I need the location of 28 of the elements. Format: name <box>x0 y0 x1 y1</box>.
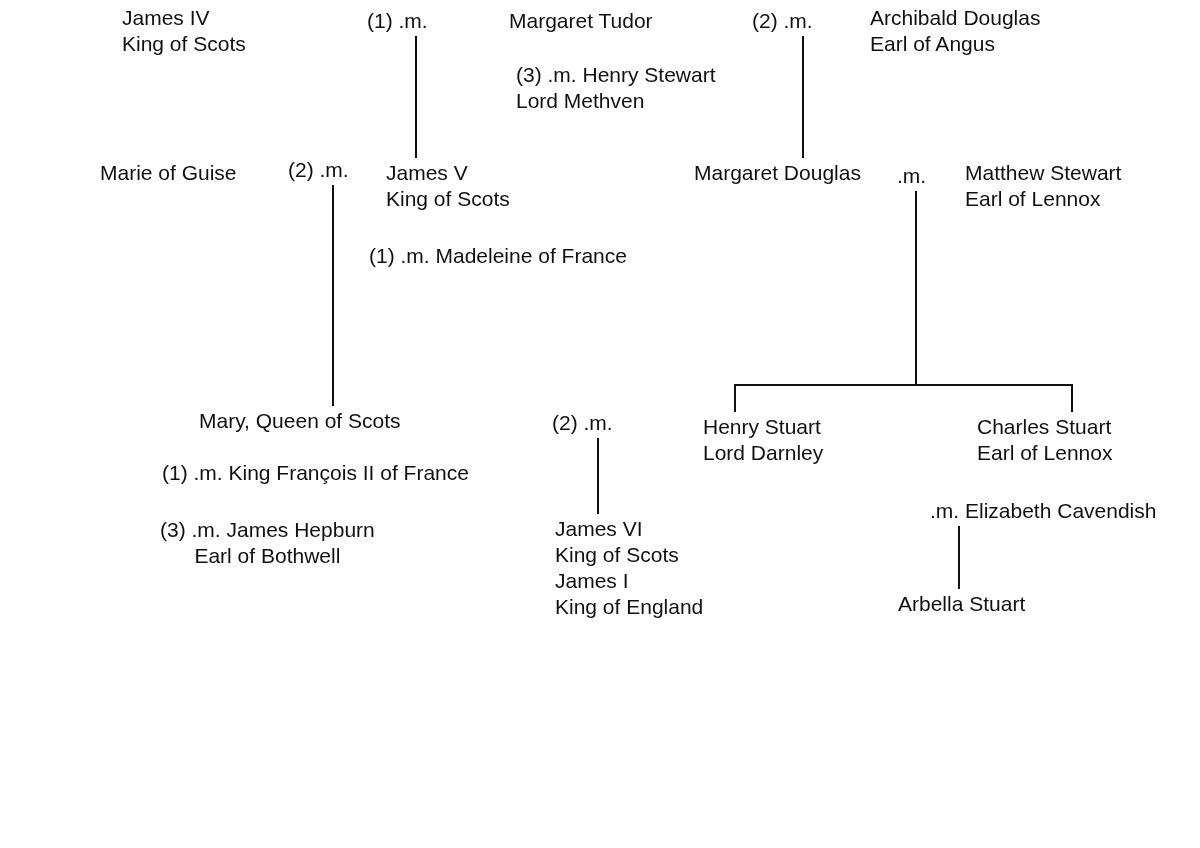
descent-line <box>958 525 960 590</box>
person-name: James V King of Scots <box>386 160 510 212</box>
person-name: James IV King of Scots <box>122 5 246 57</box>
descent-line <box>332 184 334 407</box>
person-name: James VI King of Scots James I King of England <box>555 516 704 620</box>
descent-line <box>597 437 599 515</box>
marriage-note: (1) .m. Madeleine of France <box>369 243 627 269</box>
person-name: Margaret Tudor <box>509 8 653 34</box>
person-name: Charles Stuart Earl of Lennox <box>977 414 1113 466</box>
marriage-mark: (2) .m. <box>288 157 349 183</box>
descent-line <box>415 35 417 159</box>
person-name: Marie of Guise <box>100 160 237 186</box>
person-name: Mary, Queen of Scots <box>199 408 401 434</box>
descent-line <box>915 190 1073 413</box>
person-name: Matthew Stewart Earl of Lennox <box>965 160 1122 212</box>
marriage-mark: .m. <box>897 163 927 189</box>
marriage-note: (3) .m. James Hepburn Earl of Bothwell <box>160 517 375 569</box>
marriage-mark: (2) .m. <box>552 410 613 436</box>
person-name: Margaret Douglas <box>694 160 861 186</box>
marriage-note: (1) .m. King François II of France <box>162 460 469 486</box>
marriage-note: .m. Elizabeth Cavendish <box>930 498 1157 524</box>
marriage-mark: (2) .m. <box>752 8 813 34</box>
person-name: Henry Stuart Lord Darnley <box>703 414 824 466</box>
marriage-note: (3) .m. Henry Stewart Lord Methven <box>516 62 716 114</box>
marriage-mark: (1) .m. <box>367 8 428 34</box>
person-name: Archibald Douglas Earl of Angus <box>870 5 1041 57</box>
descent-line <box>802 35 804 159</box>
person-name: Arbella Stuart <box>898 591 1026 617</box>
